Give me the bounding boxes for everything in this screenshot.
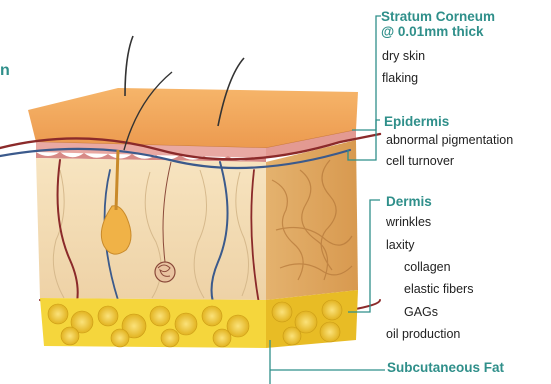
stratum-corneum-title-line-1: Stratum Corneum	[381, 9, 495, 24]
epidermis-item: abnormal pigmentation	[386, 132, 513, 148]
dermis-subitem: collagen	[404, 259, 451, 275]
dermis-side-face	[266, 140, 358, 300]
dermis-subitem: elastic fibers	[404, 281, 473, 297]
stratum-corneum-item: flaking	[382, 70, 418, 86]
dermis-item: laxity	[386, 237, 414, 253]
dermis-front-face	[36, 158, 266, 300]
subcutaneous-fat-title: Subcutaneous Fat	[387, 360, 504, 375]
dermis-item: oil production	[386, 326, 460, 342]
stratum-corneum-title-line-2: @ 0.01mm thick	[381, 24, 495, 39]
dermis-item: wrinkles	[386, 214, 431, 230]
epidermis-title: Epidermis	[384, 114, 449, 129]
stratum-corneum-title: Stratum Corneum @ 0.01mm thick	[381, 9, 495, 39]
stratum-corneum-item: dry skin	[382, 48, 425, 64]
dermis-subitem: GAGs	[404, 304, 438, 320]
dermis-title: Dermis	[386, 194, 432, 209]
epidermis-item: cell turnover	[386, 153, 454, 169]
